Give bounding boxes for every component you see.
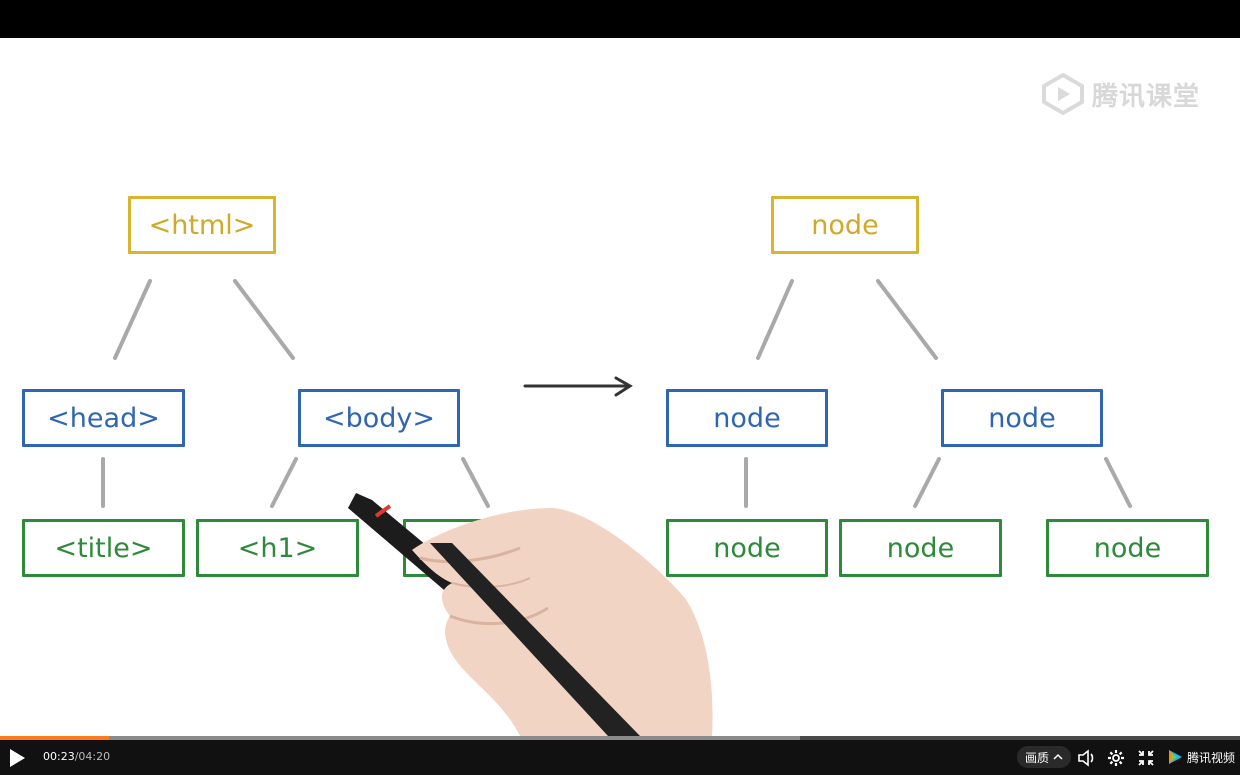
edge-node-right-child1 — [913, 457, 941, 508]
brand-label: 腾讯视频 — [1187, 750, 1236, 765]
body-tag-box: <body> — [298, 389, 460, 447]
top-black-bar — [0, 0, 1240, 38]
volume-icon[interactable] — [1077, 748, 1097, 768]
tencent-classroom-logo-icon — [1042, 72, 1084, 116]
node-level1-right-box: node — [941, 389, 1103, 447]
edge-html-head — [113, 279, 152, 360]
chevron-up-icon — [1053, 753, 1063, 760]
edge-body-p — [461, 457, 490, 508]
exit-fullscreen-icon[interactable] — [1136, 748, 1156, 768]
settings-gear-icon[interactable] — [1106, 748, 1126, 768]
quality-label: 画质 — [1025, 750, 1050, 765]
watermark-text: 腾讯课堂 — [1092, 81, 1201, 112]
title-tag-box: <title> — [22, 519, 185, 577]
edge-body-h1 — [270, 457, 298, 508]
quality-button[interactable]: 画质 — [1017, 746, 1072, 768]
tencent-video-logo-icon — [1169, 750, 1182, 764]
edge-html-body — [233, 279, 295, 360]
h1-tag-box: <h1> — [196, 519, 359, 577]
node-level2-b-box: node — [839, 519, 1002, 577]
progress-bar[interactable] — [0, 736, 1240, 740]
edge-node-root-left — [756, 279, 794, 360]
node-level2-c-box: node — [1046, 519, 1209, 577]
current-time: 00:23 — [43, 750, 75, 763]
tree-edges — [101, 279, 1132, 508]
head-tag-box: <head> — [22, 389, 185, 447]
play-icon[interactable] — [8, 748, 26, 768]
edge-node-right-child2 — [1104, 457, 1132, 508]
duration: /04:20 — [74, 750, 111, 763]
node-level1-left-box: node — [666, 389, 828, 447]
transform-arrow — [523, 376, 633, 397]
video-frame[interactable]: 腾讯课堂 <html> <head> <body> <title> <h1> <… — [0, 38, 1240, 736]
node-level2-a-box: node — [666, 519, 828, 577]
player-controls: 00:23/04:20 画质 腾讯视频 — [0, 740, 1240, 775]
presenter-hand-with-pen — [348, 493, 713, 736]
tencent-video-brand[interactable]: 腾讯视频 — [1166, 748, 1235, 766]
node-root-box: node — [771, 196, 919, 254]
progress-buffered — [0, 736, 800, 740]
html-tag-box: <html> — [128, 196, 276, 254]
tencent-classroom-watermark: 腾讯课堂 — [1040, 72, 1200, 116]
time-display: 00:23/04:20 — [43, 750, 110, 763]
progress-played — [0, 736, 110, 740]
edge-node-root-right — [876, 279, 938, 360]
